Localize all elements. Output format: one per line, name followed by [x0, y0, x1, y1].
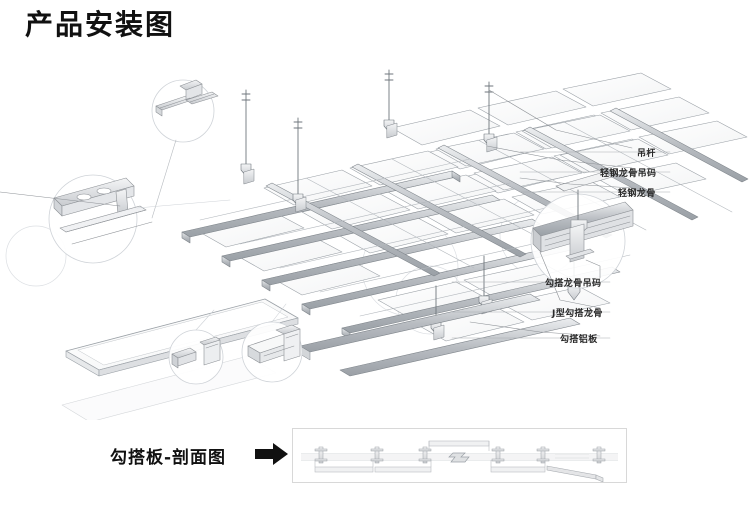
cross-section-row: 勾搭板-剖面图: [0, 425, 750, 505]
panel-edge-detail: [168, 309, 224, 385]
leader-lines: [0, 89, 633, 337]
callout-label-j-type-hook-keel: J型勾搭龙骨: [552, 309, 603, 319]
callout-label-hook-keel-clip: 勾搭龙骨吊码: [545, 279, 602, 289]
hanger-rods: [240, 69, 581, 335]
keel-joint-detail: [151, 79, 219, 219]
cross-section-drawing: [301, 440, 618, 482]
isometric-ceiling-drawing: [0, 69, 749, 420]
j-profile-detail: [241, 303, 303, 383]
front-right-rail: [299, 293, 581, 377]
page-title: 产品安装图: [25, 8, 176, 41]
callout-label-light-steel-keel: 轻钢龙骨: [618, 189, 656, 199]
installation-diagram: [0, 60, 750, 420]
label-rules: [451, 151, 671, 339]
keel-clip-detail: [48, 174, 231, 264]
right-arrow-icon: [255, 441, 289, 467]
callout-label-keel-hanger-clip: 轻钢龙骨吊码: [600, 169, 657, 179]
section-clips: [314, 446, 606, 464]
callout-label-hanger-rod: 吊杆: [637, 149, 656, 159]
hanger-connection-detail: [530, 171, 634, 289]
callout-label-hook-aluminum-panel: 勾搭铝板: [560, 335, 598, 345]
cross-section-panel: [292, 428, 627, 483]
section-caption: 勾搭板-剖面图: [110, 448, 227, 468]
